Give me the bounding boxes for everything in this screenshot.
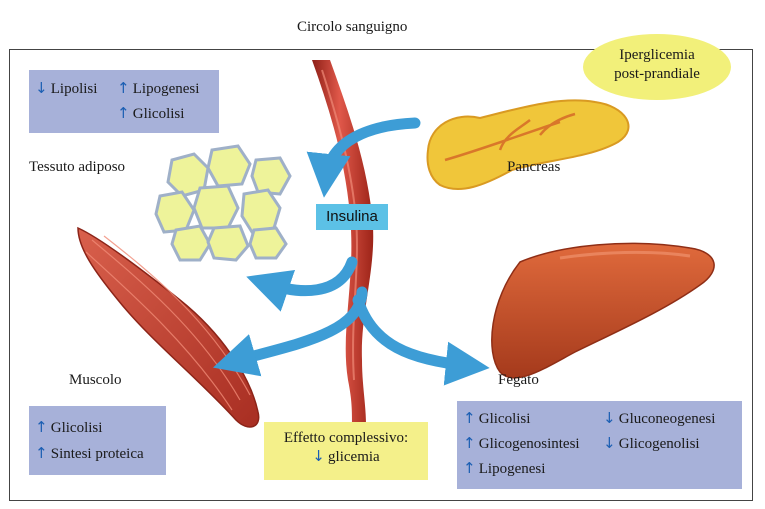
- arrow-to-liver: [358, 300, 470, 366]
- fegato-label: Fegato: [498, 372, 539, 389]
- liver-glicolisi-text: Glicolisi: [479, 411, 531, 427]
- liver-lipogenesi-text: Lipogenesi: [479, 461, 546, 477]
- iperglicemia-line1: Iperglicemia: [583, 46, 731, 65]
- circolo-sanguigno-label: Circolo sanguigno: [297, 19, 407, 36]
- arrow-to-adipose: [265, 262, 352, 291]
- up-arrow-icon: ↑: [35, 444, 47, 462]
- sintesi-proteica-text: Sintesi proteica: [51, 446, 144, 462]
- up-arrow-icon: ↑: [117, 104, 129, 122]
- lipolisi-text: Lipolisi: [51, 81, 98, 97]
- up-arrow-icon: ↑: [463, 409, 475, 427]
- up-arrow-icon: ↑: [35, 418, 47, 436]
- glicogenosintesi-text: Glicogenosintesi: [479, 436, 580, 452]
- adipose-effects-box: ↓ Lipolisi ↑ Lipogenesi ↑ Glicolisi: [29, 70, 219, 133]
- arrow-to-muscle: [232, 292, 362, 362]
- down-arrow-icon: ↓: [35, 79, 47, 97]
- blood-vessel: [312, 60, 373, 425]
- muscle-glicolisi-text: Glicolisi: [51, 420, 103, 436]
- insulina-box: Insulina: [316, 204, 388, 230]
- adipose-cells-illustration: [156, 146, 290, 260]
- effetto-complessivo-box: Effetto complessivo: ↓ glicemia: [264, 422, 428, 480]
- gluconeogenesi-text: Gluconeogenesi: [619, 411, 716, 427]
- effetto-line1: Effetto complessivo:: [264, 430, 428, 447]
- muscolo-label: Muscolo: [69, 372, 122, 389]
- liver-effects-box: ↑ Glicolisi ↑ Glicogenosintesi ↑ Lipogen…: [457, 401, 742, 489]
- glicemia-text: glicemia: [328, 449, 380, 465]
- muscle-effects-box: ↑ Glicolisi ↑ Sintesi proteica: [29, 406, 166, 475]
- down-arrow-icon: ↓: [603, 434, 615, 452]
- lipogenesi-text: Lipogenesi: [133, 81, 200, 97]
- up-arrow-icon: ↑: [117, 79, 129, 97]
- down-arrow-icon: ↓: [603, 409, 615, 427]
- glicolisi-text: Glicolisi: [133, 106, 185, 122]
- up-arrow-icon: ↑: [463, 459, 475, 477]
- iperglicemia-line2: post-prandiale: [583, 65, 731, 84]
- iperglicemia-bubble: Iperglicemia post-prandiale: [583, 34, 731, 100]
- pancreas-label: Pancreas: [507, 159, 560, 176]
- liver-illustration: [492, 243, 714, 377]
- up-arrow-icon: ↑: [463, 434, 475, 452]
- glicogenolisi-text: Glicogenolisi: [619, 436, 700, 452]
- down-arrow-icon: ↓: [312, 447, 324, 465]
- tessuto-adiposo-label: Tessuto adiposo: [29, 159, 125, 176]
